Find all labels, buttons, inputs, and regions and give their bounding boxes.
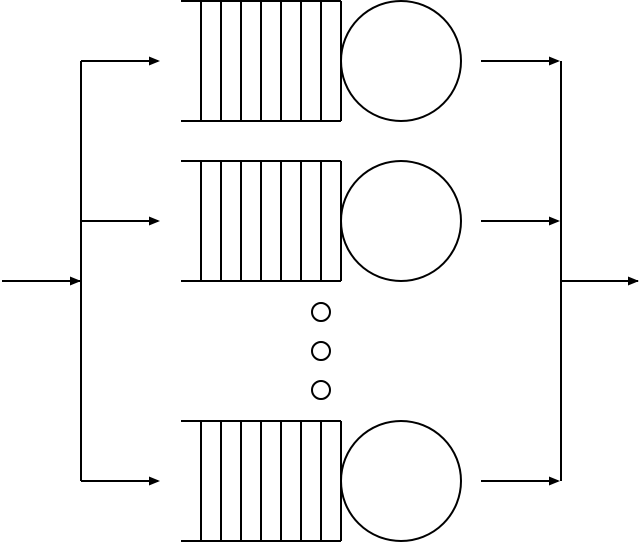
server-circle-3: [340, 420, 462, 542]
ellipsis-dot-2: [311, 341, 331, 361]
server-circle-2: [340, 160, 462, 282]
ellipsis-dot-1: [311, 302, 331, 322]
output-arrowhead: [628, 276, 639, 286]
arrowheads: [70, 56, 639, 486]
branch-arrowhead-2: [149, 216, 160, 226]
ellipsis-dots: [311, 302, 331, 400]
queue-station-1: [181, 0, 462, 122]
queue-station-3: [181, 420, 462, 542]
input-arrowhead: [70, 276, 81, 286]
server-circle-1: [340, 0, 462, 122]
branch-arrowhead-3: [149, 476, 160, 486]
queue-stations: [181, 0, 462, 542]
branch-arrowhead-1: [149, 56, 160, 66]
output-branch-arrowhead-3: [549, 476, 560, 486]
connector-lines: [2, 60, 638, 482]
ellipsis-dot-3: [311, 380, 331, 400]
output-branch-arrowhead-1: [549, 56, 560, 66]
output-branch-arrowhead-2: [549, 216, 560, 226]
queue-station-2: [181, 160, 462, 282]
